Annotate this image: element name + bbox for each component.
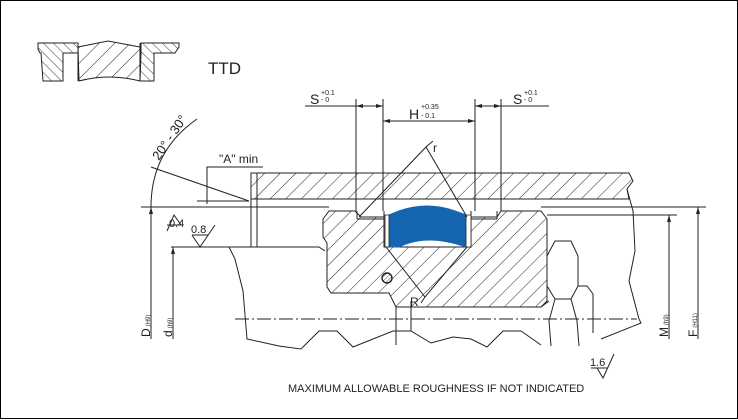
dim-H-tol-upper: +0.35 — [421, 104, 439, 111]
dim-H-tol-lower: - 0.1 — [421, 113, 435, 120]
dim-S-left-symbol: S — [310, 91, 319, 107]
o-ring — [381, 272, 393, 284]
dim-S-right-tol-upper: +0.1 — [524, 90, 538, 97]
roughness-value-2: 0.8 — [191, 224, 206, 236]
dim-D-symbol: D — [139, 328, 153, 337]
angle-arc — [150, 118, 198, 208]
svg-text:d(h9): d(h9) — [161, 318, 175, 337]
dim-S-left-tol-lower: - 0 — [321, 97, 329, 104]
hex-nut — [540, 240, 594, 347]
break-line-right — [600, 188, 642, 340]
a-min-leader — [206, 166, 263, 204]
groove-width-dimensions — [305, 99, 549, 211]
dim-S-right-symbol: S — [513, 91, 522, 107]
roughness-value-1: 0.4 — [169, 218, 184, 230]
roughness-symbol-1 — [166, 213, 182, 232]
shaft-outline — [228, 246, 542, 350]
svg-text:F(H11): F (H11) — [686, 313, 700, 337]
dim-H-symbol: H — [409, 106, 419, 122]
dim-M-fit: (h9) — [664, 314, 670, 325]
dim-D-fit: (H9) — [146, 315, 152, 327]
chamfer-line — [150, 166, 250, 202]
housing-bore — [250, 172, 634, 200]
angle-label: 20° - 30° — [149, 112, 190, 163]
seal-profile-icon — [37, 40, 180, 82]
dim-d-symbol: d — [161, 330, 175, 337]
svg-text:M(h9): M (h9) — [657, 314, 671, 337]
seal-element — [384, 205, 472, 248]
radius-R-label: R — [410, 295, 419, 309]
roughness-symbol-general — [591, 353, 615, 380]
radius-r-label: r — [433, 141, 437, 155]
a-min-label: "A" min — [219, 152, 258, 166]
dim-F-symbol: F — [686, 330, 700, 337]
svg-text:D(H9): D(H9) — [139, 315, 153, 337]
dim-S-right-tol-lower: - 0 — [524, 97, 532, 104]
dim-M-symbol: M — [657, 327, 671, 337]
dim-S-left-tol-upper: +0.1 — [321, 90, 335, 97]
roughness-value-general: 1.6 — [590, 357, 605, 369]
roughness-note: MAXIMUM ALLOWABLE ROUGHNESS IF NOT INDIC… — [288, 383, 584, 395]
profile-title: TTD — [208, 59, 241, 78]
roughness-symbol-2 — [191, 224, 216, 248]
dim-d-fit: (h9) — [168, 318, 174, 329]
dim-F-fit: (H11) — [693, 313, 699, 328]
